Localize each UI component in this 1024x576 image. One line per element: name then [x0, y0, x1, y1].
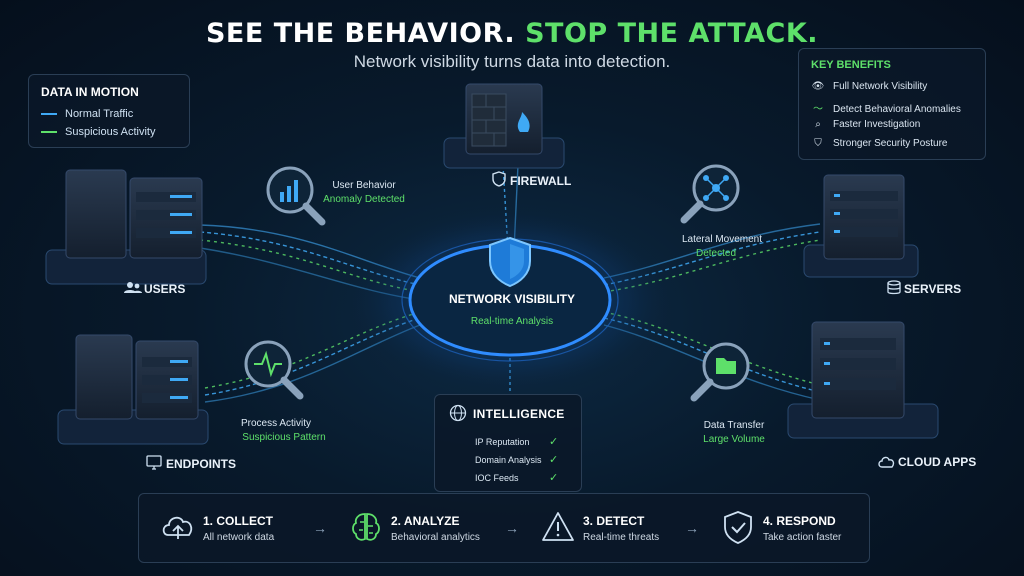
center-subtitle: Real-time Analysis [470, 316, 554, 327]
intel-item: IOC Feeds [475, 473, 519, 483]
servers-server [803, 174, 919, 278]
arrow-right-icon: → [505, 520, 519, 536]
benefit-item: 👁Full Network Visibility [811, 81, 928, 92]
users-label: USERS [144, 282, 186, 296]
servers-icon [887, 280, 901, 295]
cloud-upload-icon [162, 516, 193, 539]
step-desc: Take action faster [763, 532, 842, 543]
search-icon: ⌕ [815, 119, 821, 130]
firewall-label: FIREWALL [510, 174, 572, 188]
data-transfer-label: Data Transfer [703, 420, 765, 431]
benefit-item: ⛉Stronger Security Posture [811, 138, 947, 149]
globe-icon [449, 404, 467, 422]
step-name: 3. DETECT [583, 514, 645, 528]
intel-title: INTELLIGENCE [473, 407, 565, 421]
legend-panel: DATA IN MOTION Normal Traffic Suspicious… [28, 74, 190, 148]
shield-check-icon [724, 511, 752, 544]
step-name: 1. COLLECT [203, 514, 274, 528]
endpoints-server [57, 334, 209, 445]
benefit-item: 〜Detect Behavioral Anomalies [811, 100, 961, 115]
page-title: SEE THE BEHAVIOR. STOP THE ATTACK. [0, 18, 1024, 49]
user-behavior-magnifier-icon [266, 166, 326, 226]
legend-item-normal: Normal Traffic [41, 108, 133, 120]
servers-label: SERVERS [904, 282, 962, 296]
step-name: 2. ANALYZE [391, 514, 460, 528]
legend-item-suspicious: Suspicious Activity [41, 126, 155, 138]
process-activity-magnifier-icon [244, 340, 304, 400]
page-subtitle: Network visibility turns data into detec… [353, 52, 671, 71]
cloud-apps-label: CLOUD APPS [898, 455, 977, 469]
key-benefits-panel: KEY BENEFITS 👁Full Network Visibility 〜D… [798, 48, 986, 160]
arrow-right-icon: → [685, 520, 699, 536]
step-desc: Behavioral analytics [391, 532, 480, 543]
check-icon: ✓ [549, 454, 559, 466]
lateral-movement-label: Lateral Movement [681, 234, 763, 245]
user-behavior-status: Anomaly Detected [323, 194, 405, 205]
check-icon: ✓ [549, 472, 559, 484]
intel-item: IP Reputation [475, 437, 530, 447]
arrow-right-icon: → [313, 520, 327, 536]
data-transfer-status: Large Volume [703, 434, 765, 445]
process-activity-label: Process Activity [240, 418, 312, 429]
brain-icon [352, 513, 380, 541]
suspicious-activity-swatch [41, 131, 57, 134]
step-name: 4. RESPOND [763, 514, 836, 528]
legend-title: DATA IN MOTION [41, 85, 139, 99]
firewall-icon [492, 171, 506, 187]
normal-traffic-swatch [41, 113, 57, 116]
pulse-icon: 〜 [813, 104, 823, 115]
benefit-item: ⌕Faster Investigation [811, 119, 920, 130]
check-icon: ✓ [549, 436, 559, 448]
threat-intelligence-panel: INTELLIGENCE IP Reputation ✓ Domain Anal… [434, 394, 582, 492]
shield-icon: ⛉ [814, 138, 822, 149]
intel-item: Domain Analysis [475, 455, 542, 465]
process-activity-status: Suspicious Pattern [242, 432, 326, 443]
process-steps-bar: 1. COLLECT All network data → 2. ANALYZE… [138, 493, 870, 563]
cloud-icon [878, 456, 895, 468]
endpoints-monitor-icon [146, 455, 162, 470]
users-server [45, 169, 207, 285]
lateral-movement-magnifier-icon [680, 164, 740, 224]
cloud-apps-server [787, 321, 939, 439]
title-white: SEE THE BEHAVIOR. [205, 18, 516, 49]
title-green: STOP THE ATTACK. [525, 18, 819, 49]
warning-icon [542, 512, 574, 541]
endpoints-label: ENDPOINTS [166, 457, 237, 471]
data-transfer-magnifier-icon [690, 342, 750, 402]
users-icon [124, 282, 142, 293]
lateral-movement-status: Detected [695, 248, 737, 259]
eye-icon: 👁 [811, 81, 825, 92]
step-desc: Real-time threats [583, 532, 660, 543]
center-shield-icon [489, 236, 531, 288]
step-desc: All network data [203, 532, 275, 543]
center-title: NETWORK VISIBILITY [449, 292, 575, 306]
user-behavior-label: User Behavior [332, 180, 396, 191]
firewall-server [443, 83, 565, 169]
benefits-title: KEY BENEFITS [811, 59, 891, 71]
